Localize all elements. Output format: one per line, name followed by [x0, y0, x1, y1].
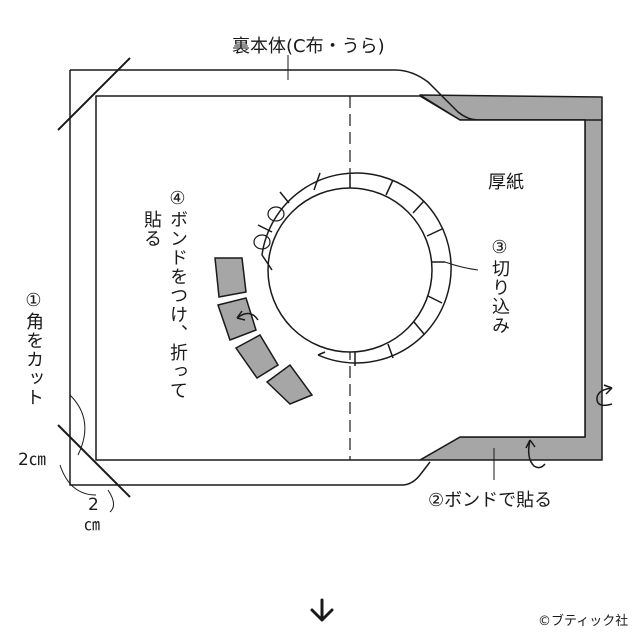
- snip-line: [387, 343, 394, 359]
- snip-line: [279, 191, 290, 204]
- folded-tab: [214, 257, 247, 298]
- curved-arrow-icon: [236, 312, 259, 321]
- label-dimension-bottom-unit: ㎝: [84, 515, 101, 534]
- snip-line: [412, 200, 425, 214]
- snip-line: [426, 228, 443, 237]
- snip-line: [257, 224, 273, 233]
- corner-cut-line-bottom: [57, 424, 131, 498]
- snip-lines: [257, 172, 445, 366]
- label-cardboard: 厚紙: [488, 172, 524, 193]
- folded-tab: [217, 297, 257, 341]
- folded-tabs: [214, 257, 314, 405]
- label-dimension-side: 2㎝: [18, 450, 46, 470]
- label-dimension-bottom-number: 2: [88, 495, 99, 515]
- snip-line: [413, 321, 425, 335]
- glue-dot: [253, 234, 271, 250]
- down-arrow-icon: [310, 598, 334, 622]
- snip-line: [427, 295, 443, 304]
- dimension-arc-side: [69, 394, 86, 456]
- snip-line: [313, 172, 321, 191]
- curved-arrow-icon: [236, 310, 246, 321]
- curved-arrow-icon: [596, 387, 613, 407]
- label-step3: ③切り込み: [489, 237, 510, 335]
- label-step1: ①角をカット: [23, 290, 44, 407]
- curved-arrow-icon: [603, 384, 613, 395]
- circle-window: [214, 172, 452, 405]
- glue-dot: [267, 206, 285, 222]
- curved-arrow-icon: [525, 439, 536, 449]
- label-step2: ②ボンドで貼る: [428, 490, 553, 511]
- dimension-arc-bottom: [59, 464, 97, 496]
- leader-line-step3: [444, 261, 479, 271]
- label-copyright: ©ブティック社: [538, 614, 629, 629]
- snip-line: [385, 179, 394, 196]
- corner-cut-line-top: [57, 57, 131, 131]
- circle-ring-inner: [267, 187, 433, 353]
- circle-ring-outer: [261, 172, 452, 364]
- folded-tab: [265, 363, 314, 405]
- dimension-arc-bottom-2: [107, 489, 114, 513]
- label-step4-col2: 貼る: [141, 210, 162, 248]
- folded-tab: [234, 333, 280, 380]
- label-step4-col1: ④ボンドをつけ、折って: [167, 188, 188, 400]
- curved-arrow-icon: [527, 439, 546, 469]
- label-back-body: 裏本体(C布・うら): [232, 36, 385, 57]
- circle-ring-end: [261, 254, 326, 356]
